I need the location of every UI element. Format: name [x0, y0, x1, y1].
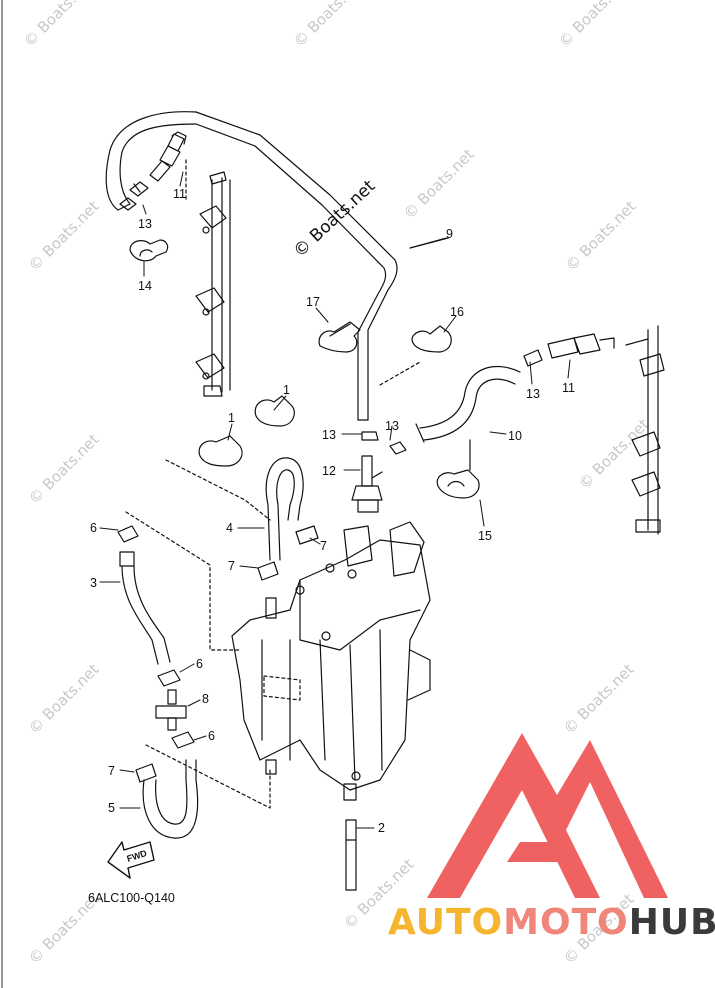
callout-6-upper: 6 [90, 521, 97, 535]
upper-left-hose-assembly [105, 111, 197, 262]
callout-10: 10 [508, 429, 522, 443]
brand-part-moto: MOTO [503, 902, 629, 943]
callout-13-center-right: 13 [385, 419, 399, 433]
callout-8: 8 [202, 692, 209, 706]
automotohub-brand-text: AUTOMOTOHUB [388, 902, 715, 943]
automotohub-logo-icon [427, 733, 668, 898]
callout-6-lower: 6 [208, 729, 215, 743]
callout-numbers: 11 13 14 9 17 16 1 1 13 11 10 13 13 12 1… [90, 187, 575, 835]
clip-13-center [361, 431, 407, 455]
joint-12 [351, 455, 383, 513]
joint-11-right [523, 333, 615, 367]
callout-1-upper: 1 [283, 383, 290, 397]
left-fuel-rail [195, 171, 231, 397]
callout-7-upper: 7 [320, 539, 327, 553]
long-fuel-hose-9 [195, 111, 449, 421]
callout-13-right: 13 [526, 387, 540, 401]
callout-9: 9 [446, 227, 453, 241]
callout-7-lower: 7 [108, 764, 115, 778]
clip-7-upper [257, 525, 319, 581]
clip-6-lower [157, 669, 195, 749]
callout-11-right: 11 [562, 381, 575, 395]
brand-part-auto: AUTO [388, 902, 504, 943]
callout-16: 16 [450, 305, 464, 319]
joint-8 [155, 689, 187, 731]
callout-13-left: 13 [138, 217, 152, 231]
callout-15: 15 [478, 529, 492, 543]
callout-12: 12 [322, 464, 336, 478]
callout-13-center: 13 [322, 428, 336, 442]
callout-3: 3 [90, 576, 97, 590]
fuel-hose-2 [345, 819, 357, 891]
fwd-label: FWD [126, 848, 149, 864]
callout-17: 17 [306, 295, 320, 309]
callout-1-lower: 1 [228, 411, 235, 425]
callout-14: 14 [138, 279, 152, 293]
clip-16 [379, 325, 452, 386]
fuel-hose-3 [117, 511, 241, 665]
callout-6-middle: 6 [196, 657, 203, 671]
brand-part-hub: HUB [628, 902, 715, 943]
clip-17 [318, 321, 361, 353]
callout-4: 4 [226, 521, 233, 535]
clip-15 [436, 469, 480, 499]
callout-11-left: 11 [173, 187, 186, 201]
clip-1-lower [165, 435, 271, 521]
callout-7-middle: 7 [228, 559, 235, 573]
clip-1-upper [254, 395, 295, 427]
part-code-label: 6ALC100-Q140 [88, 891, 175, 905]
fuel-hose-5 [135, 744, 271, 839]
fuel-hose-4 [265, 457, 304, 561]
callout-2: 2 [378, 821, 385, 835]
right-fuel-rail [625, 325, 665, 535]
fwd-arrow-icon: FWD [107, 841, 155, 879]
vapor-separator-assembly [231, 521, 431, 801]
callout-leaders [99, 171, 571, 829]
callout-5: 5 [108, 801, 115, 815]
fuel-hose-10 [415, 365, 521, 471]
